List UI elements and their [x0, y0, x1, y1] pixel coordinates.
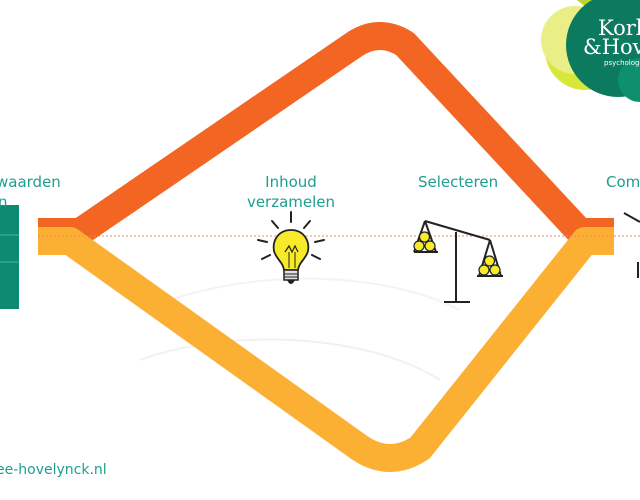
footer-url: ee-hovelynck.nl [0, 462, 107, 478]
logo-text-line2: &Hove [583, 35, 640, 59]
yellow-convergent-band [38, 227, 614, 472]
label-left-line1: waarden [0, 173, 61, 191]
label-inhoud-line2: verzamelen [246, 193, 336, 211]
faint-curve-lower [139, 338, 441, 381]
lightbulb-icon [257, 211, 325, 284]
label-left-line2: n [0, 193, 8, 211]
logo-subtitle: psychologe [604, 59, 640, 67]
label-inhoud-line1: Inhoud [265, 173, 317, 191]
logo-text-line1: Korbe [598, 16, 640, 40]
label-selecteren: Selecteren [418, 173, 499, 191]
left-teal-box [0, 205, 19, 309]
right-partial-icon [623, 212, 640, 278]
faint-curve-upper [169, 277, 461, 311]
orange-divergent-band [38, 22, 614, 246]
company-logo [541, 0, 640, 102]
balance-scale-icon [413, 220, 503, 303]
label-right-partial: Com [606, 173, 640, 191]
